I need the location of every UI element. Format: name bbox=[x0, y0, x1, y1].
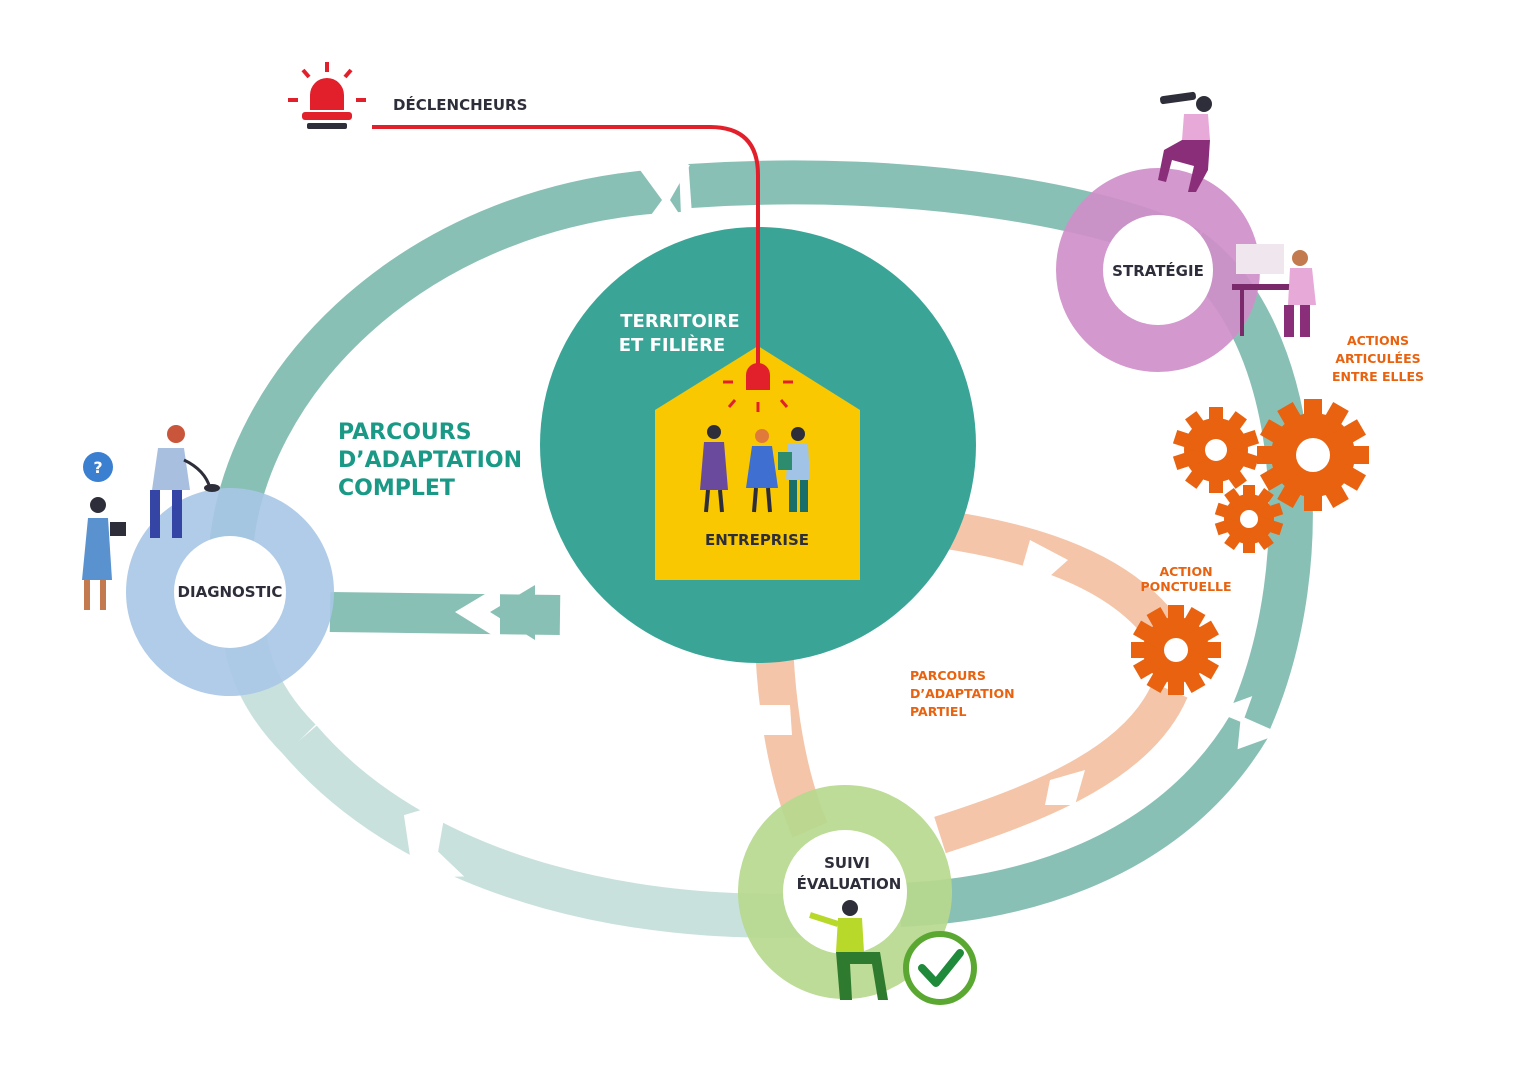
people-illustration bbox=[700, 425, 810, 513]
partial-path-label-2: D’ADAPTATION bbox=[910, 686, 1015, 701]
check-icon bbox=[903, 931, 977, 1005]
followup-label-2: ÉVALUATION bbox=[797, 874, 902, 893]
thinking-person-illustration bbox=[809, 900, 888, 1000]
linked-actions-label-1: ACTIONS bbox=[1347, 333, 1409, 348]
doctor-illustration bbox=[150, 425, 220, 538]
patient-illustration bbox=[82, 497, 126, 610]
followup-label-1: SUIVI bbox=[824, 854, 870, 872]
gear-icon bbox=[1172, 407, 1260, 493]
linked-actions-label-2: ARTICULÉES bbox=[1335, 351, 1420, 366]
alarm-light-icon bbox=[288, 62, 366, 129]
question-mark-text: ? bbox=[93, 458, 102, 477]
telescope-person-illustration bbox=[1158, 91, 1212, 192]
triggers-line bbox=[372, 125, 763, 373]
linked-actions-label-3: ENTRE ELLES bbox=[1332, 369, 1424, 384]
full-path-label-3: COMPLET bbox=[338, 476, 455, 501]
company-label: ENTREPRISE bbox=[705, 531, 809, 549]
strategy-label: STRATÉGIE bbox=[1112, 261, 1204, 280]
gear-icon bbox=[1131, 605, 1221, 695]
one-off-action-label-1: ACTION bbox=[1159, 564, 1212, 579]
gear-icon bbox=[1214, 485, 1284, 553]
desk-worker-illustration bbox=[1232, 244, 1316, 337]
one-off-action-label-2: PONCTUELLE bbox=[1140, 579, 1231, 594]
full-path-label-2: D’ADAPTATION bbox=[338, 448, 522, 473]
diagnostic-node bbox=[126, 488, 334, 696]
diagnostic-label: DIAGNOSTIC bbox=[178, 583, 283, 601]
gear-icon bbox=[1257, 399, 1369, 511]
full-path-label-1: PARCOURS bbox=[338, 420, 472, 445]
return-arrow bbox=[329, 585, 561, 640]
territory-label-1: TERRITOIRE bbox=[620, 311, 739, 332]
partial-path-label-1: PARCOURS bbox=[910, 668, 986, 683]
alarm-light-icon bbox=[723, 363, 793, 412]
question-icon: ? bbox=[83, 452, 113, 482]
territory-label-2: ET FILIÈRE bbox=[619, 334, 725, 356]
partial-path-label-3: PARTIEL bbox=[910, 704, 966, 719]
triggers-label: DÉCLENCHEURS bbox=[393, 95, 527, 114]
